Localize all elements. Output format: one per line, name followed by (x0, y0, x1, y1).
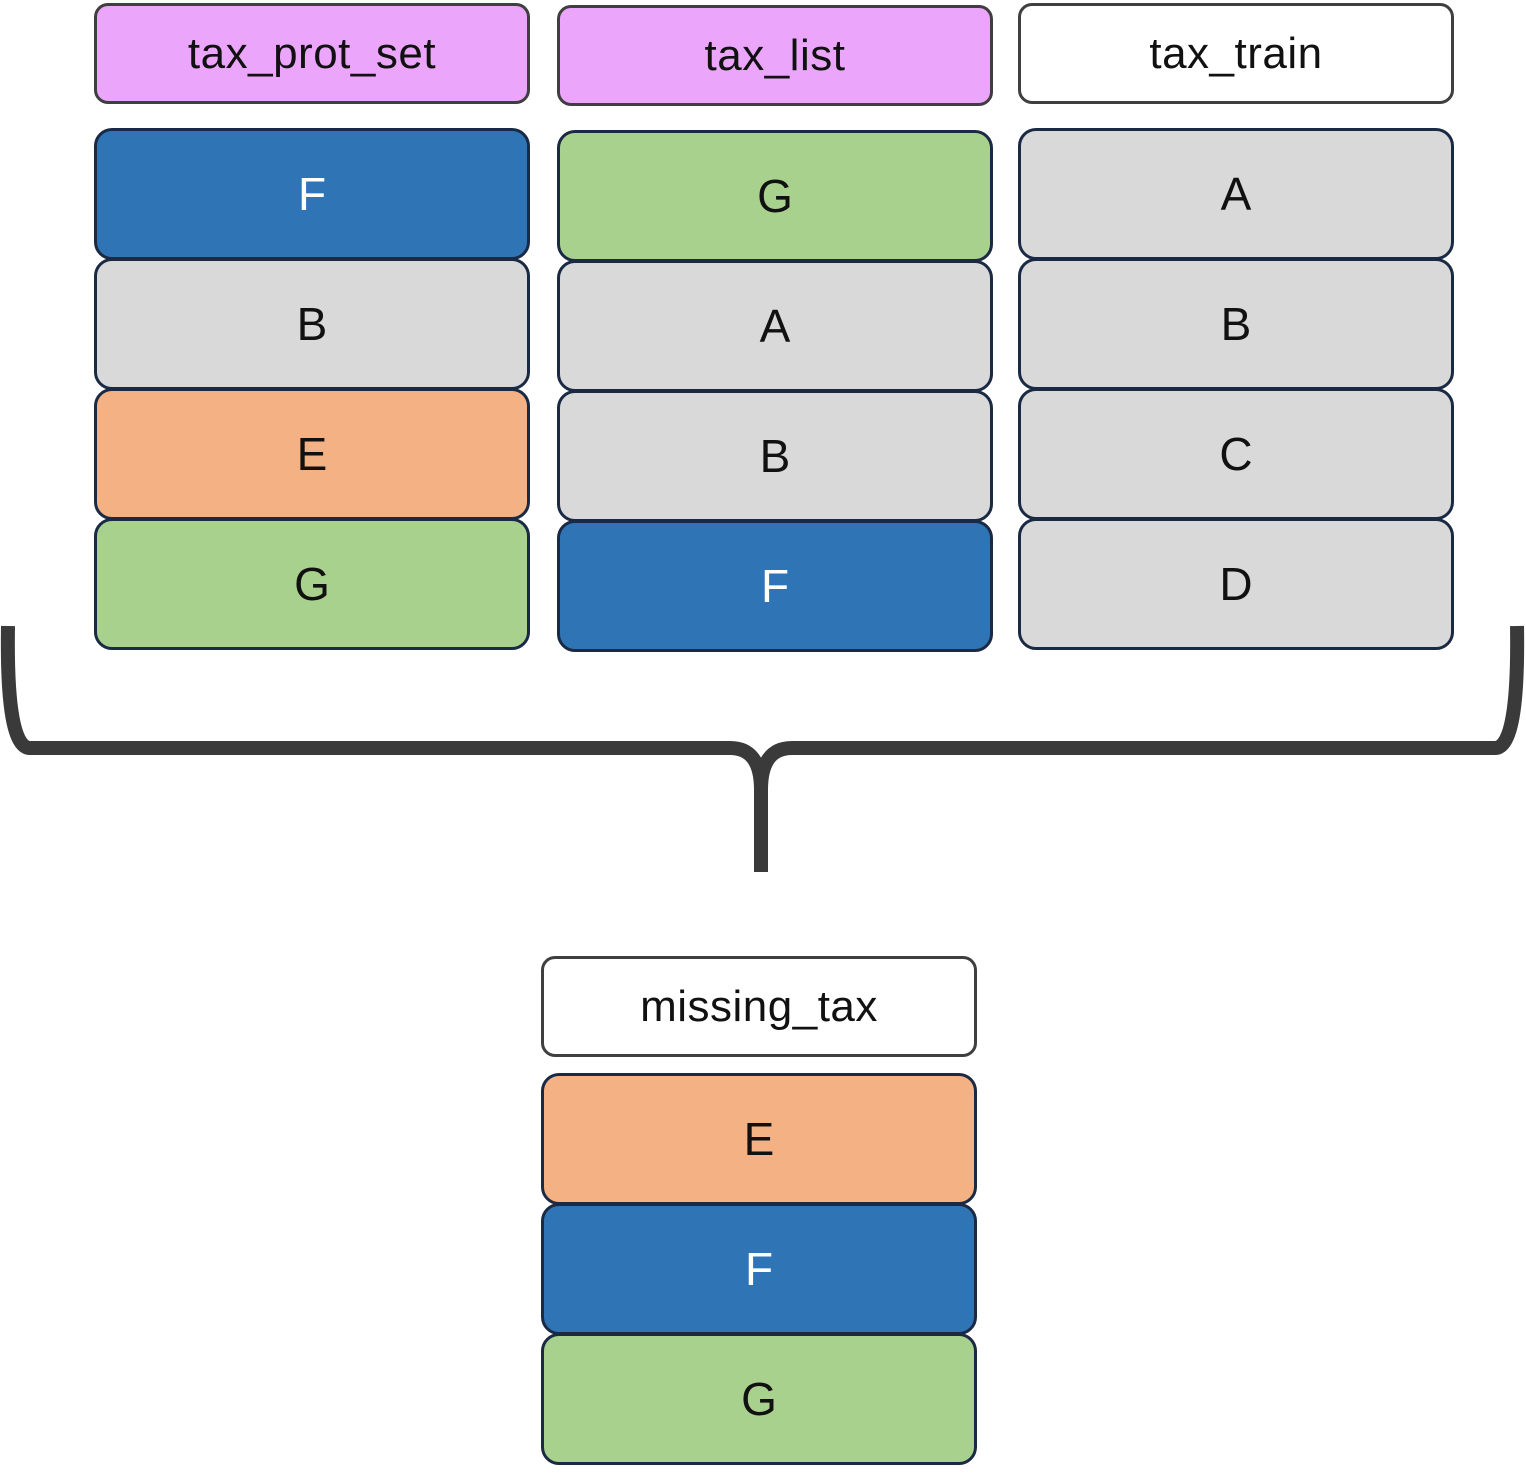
column-header: tax_list (557, 5, 993, 106)
cell-box: G (94, 518, 530, 650)
column-tax-prot-set: tax_prot_set F B E G (94, 3, 530, 650)
column-header: tax_prot_set (94, 3, 530, 104)
cell-box: A (557, 260, 993, 392)
result-cell-box: G (541, 1333, 977, 1465)
result-cell-box: F (541, 1203, 977, 1335)
cell-stack: F B E G (94, 128, 530, 650)
column-tax-list: tax_list G A B F (557, 5, 993, 652)
cell-stack: A B C D (1018, 128, 1454, 650)
result-cell-box: E (541, 1073, 977, 1205)
cell-stack: G A B F (557, 130, 993, 652)
cell-box: B (557, 390, 993, 522)
column-missing-tax: missing_tax E F G (541, 956, 977, 1465)
result-cell-stack: E F G (541, 1073, 977, 1465)
column-header: tax_train (1018, 3, 1454, 104)
brace-path (0, 625, 1525, 872)
cell-box: B (1018, 258, 1454, 390)
result-header: missing_tax (541, 956, 977, 1057)
column-tax-train: tax_train A B C D (1018, 3, 1454, 650)
cell-box: G (557, 130, 993, 262)
cell-box: B (94, 258, 530, 390)
cell-box: F (557, 520, 993, 652)
cell-box: E (94, 388, 530, 520)
cell-box: F (94, 128, 530, 260)
cell-box: C (1018, 388, 1454, 520)
cell-box: D (1018, 518, 1454, 650)
cell-box: A (1018, 128, 1454, 260)
